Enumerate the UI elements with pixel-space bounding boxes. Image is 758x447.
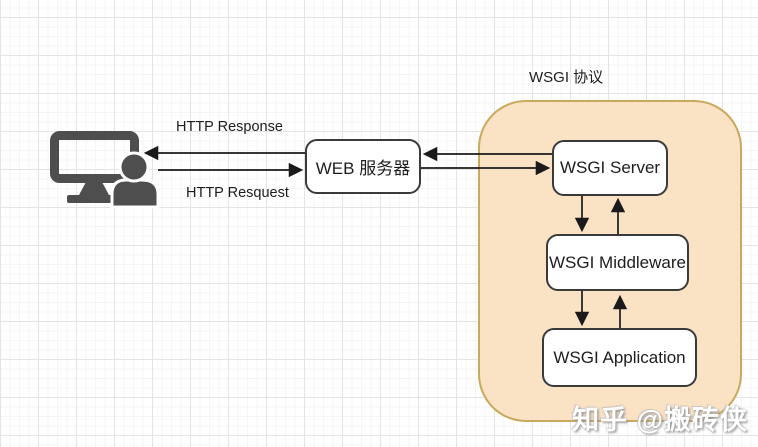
- label-http-request: HTTP Resquest: [186, 185, 289, 201]
- monitor-stand: [79, 182, 109, 195]
- person-head: [118, 151, 150, 183]
- node-wsgi-middleware: WSGI Middleware: [546, 234, 689, 291]
- watermark: 知乎 @搬砖侠: [572, 405, 748, 435]
- person-body: [110, 178, 160, 209]
- monitor-base: [67, 195, 123, 203]
- node-web-server: WEB 服务器: [305, 139, 421, 194]
- user-at-computer-icon: [50, 131, 160, 209]
- node-wsgi-application: WSGI Application: [542, 328, 697, 387]
- wsgi-protocol-title: WSGI 协议: [529, 69, 604, 86]
- node-wsgi-server: WSGI Server: [552, 140, 668, 196]
- label-http-response: HTTP Response: [176, 119, 283, 135]
